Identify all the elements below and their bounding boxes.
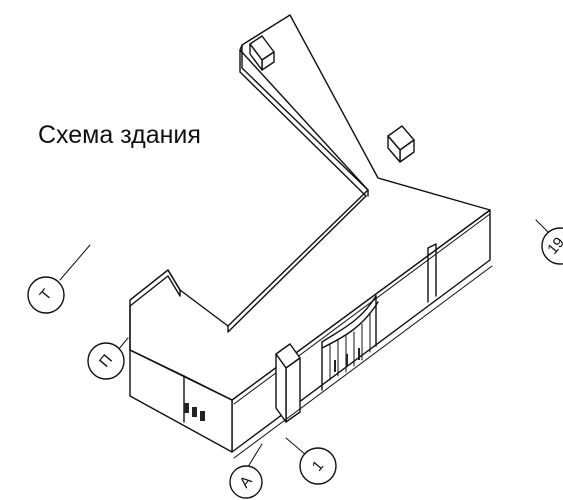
entrance-mark-2 — [192, 407, 197, 417]
roof-tower-north — [249, 35, 275, 71]
roof-outline — [129, 14, 491, 401]
axis-bubble-T: Т — [27, 276, 65, 314]
curved-canopy — [321, 295, 379, 391]
west-block-step-lower — [129, 349, 233, 401]
courtyard-wall — [227, 195, 367, 333]
axis-leaders — [59, 219, 549, 471]
axis-bubble-P: П — [87, 342, 125, 380]
axis-bubble-A: А — [229, 465, 263, 499]
front-recess — [427, 243, 437, 255]
leader-T — [59, 244, 91, 281]
canopy-column-2 — [346, 354, 348, 366]
axis-bubble-19: 19 — [541, 227, 563, 265]
entrance-mark-3 — [200, 411, 205, 421]
scheme-title: Схема здания — [38, 121, 201, 149]
leader-1 — [285, 437, 307, 456]
roof-tower-corner — [387, 125, 415, 163]
north-wing-left-wall — [239, 49, 367, 197]
roof-tower-front — [275, 343, 301, 423]
entrance-mark-1 — [184, 403, 189, 413]
axis-bubble-1: 1 — [299, 447, 337, 485]
entrance-markers — [184, 403, 205, 421]
canopy-column-1 — [334, 360, 336, 372]
canopy-column-3 — [358, 348, 360, 360]
leader-19 — [535, 219, 549, 233]
north-wing-inner-edge — [241, 44, 369, 191]
leader-P — [117, 337, 129, 351]
west-block-step — [129, 269, 181, 307]
dimension-line-front — [233, 265, 493, 459]
axis-label-19: 19 — [544, 234, 563, 258]
building-body — [129, 14, 493, 459]
